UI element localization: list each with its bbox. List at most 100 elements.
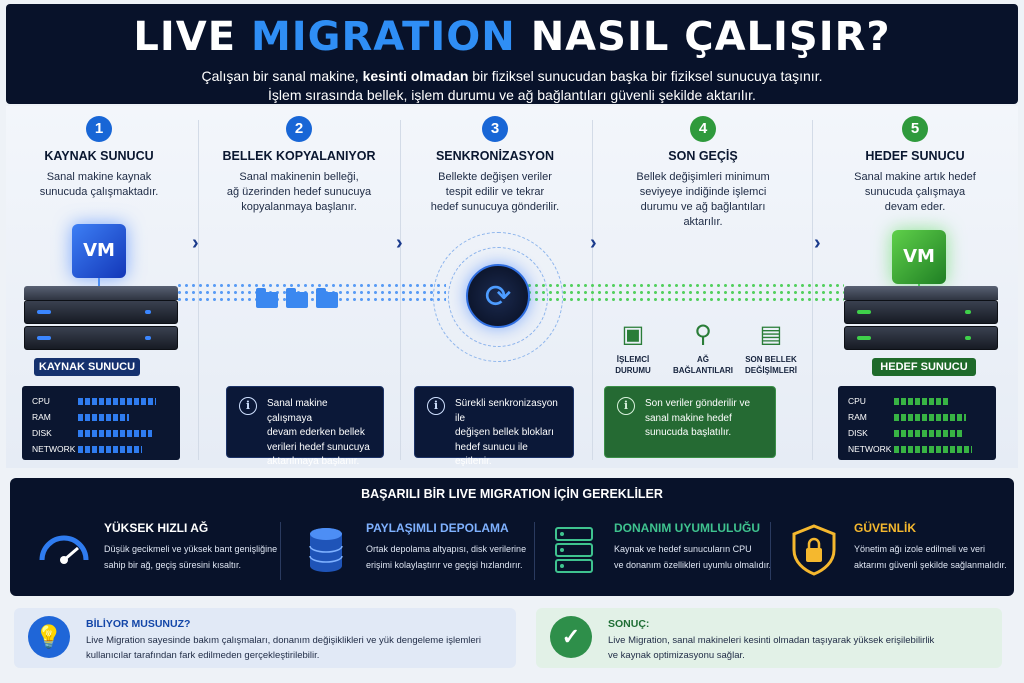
subtitle-text: bir fiziksel sunucudan başka bir fizikse… [468,68,823,84]
requirement-divider [534,522,535,580]
step-number: 1 [86,116,112,142]
server-led [965,310,971,314]
data-flow-green [526,282,844,304]
conclusion-title: SONUÇ: [608,618,650,630]
text-line: Live Migration sayesinde bakım çalışmala… [86,635,481,646]
stat-row: RAM [848,409,986,425]
steps-area: 1 KAYNAK SUNUCU Sanal makine kaynak sunu… [6,106,1018,468]
subtitle-line2: İşlem sırasında bellek, işlem durumu ve … [268,87,756,103]
page-subtitle: Çalışan bir sanal makine, kesinti olmada… [6,67,1018,105]
checkmark-icon: ✓ [550,616,592,658]
desc-line: Bellekte değişen veriler [438,171,552,183]
requirement-name: GÜVENLİK [854,521,917,535]
info-line: sunucuda başlatılır. [645,427,732,438]
info-box: i Sürekli senkronizasyon ile değişen bel… [414,386,574,467]
requirement-desc: Düşük gecikmeli ve yüksek bant genişliği… [104,541,277,573]
requirement-name: DONANIM UYUMLULUĞU [614,521,760,535]
vm-cube-icon: VM [892,230,946,284]
text-line: ve kaynak optimizasyonu sağlar. [608,650,745,661]
source-stats-panel: CPU RAM DISK NETWORK [22,386,180,460]
server-unit [24,326,178,350]
sync-ring [448,247,548,347]
step-title: HEDEF SUNUCU [865,149,965,163]
conclusion-text: Live Migration, sanal makineleri kesinti… [608,633,934,663]
requirement-name: PAYLAŞIMLI DEPOLAMA [366,521,509,535]
server-unit [24,300,178,324]
desc-line: Sanal makinenin belleği, [239,171,359,183]
stat-bar [894,397,950,405]
stat-row: DISK [32,425,170,441]
desc-line: Düşük gecikmeli ve yüksek bant genişliği… [104,544,278,554]
info-line: Son veriler gönderilir ve [645,398,751,409]
folder-icon [256,288,278,308]
stat-name: CPU [848,396,866,406]
step-number: 5 [902,116,928,142]
subtitle-text: Çalışan bir sanal makine, [201,68,363,84]
info-line: verileri hedef sunucuya [267,441,370,453]
text-line: Live Migration, sanal makineleri kesinti… [608,635,935,646]
stat-row: NETWORK [848,441,986,457]
info-line: Sanal makine çalışmaya [267,398,328,424]
chevron-right-icon: › [396,232,403,254]
server-rack-icon [555,527,593,573]
mini-label-line: İŞLEMCİ [616,355,650,364]
desc-line: sahip bir ağ, geçiş süresini kısaltır. [104,560,242,570]
stat-bar [894,413,966,421]
title-part2: NASIL ÇALIŞIR? [515,14,891,60]
desc-line: Sanal makine kaynak [46,171,152,183]
stat-name: NETWORK [848,444,892,454]
step-title: SENKRONİZASYON [435,149,555,163]
desc-line: Bellek değişimleri minimum [636,171,770,183]
did-you-know-title: BİLİYOR MUSUNUZ? [86,618,191,630]
step-3: 3 SENKRONİZASYON Bellekte değişen verile… [400,116,590,215]
info-line: sanal makine hedef [645,412,732,424]
mini-label: İŞLEMCİ DURUMU [598,354,668,376]
target-server-label: HEDEF SUNUCU [872,358,976,376]
conclusion-box: ✓ SONUÇ: Live Migration, sanal makineler… [536,608,1002,668]
stat-bar [78,397,157,405]
step-number: 4 [690,116,716,142]
stat-name: DISK [848,428,868,438]
mini-label-line: SON BELLEK [745,355,797,364]
step-4: 4 SON GEÇİŞ Bellek değişimleri minimum s… [608,116,798,230]
desc-line: aktarımı güvenli şekilde sağlanmalıdır. [854,560,1007,570]
mini-label-line: DURUMU [615,366,651,375]
vm-cube-icon: VM [72,224,126,278]
step-number: 2 [286,116,312,142]
stat-name: NETWORK [32,444,76,454]
server-led [857,310,871,314]
requirement-divider [770,522,771,580]
shield-lock-icon [792,524,836,576]
step-number: 3 [482,116,508,142]
document-icon: ▤ [759,321,783,348]
did-you-know-box: 💡 BİLİYOR MUSUNUZ? Live Migration sayesi… [14,608,516,668]
stat-row: DISK [848,425,986,441]
mini-label: AĞ BAĞLANTILARI [668,354,738,376]
info-icon: i [427,397,445,415]
folder-icon [316,288,338,308]
server-top [24,286,178,300]
step-title: BELLEK KOPYALANIYOR [222,149,376,163]
server-top [844,286,998,300]
info-line: Sürekli senkronizasyon ile [455,398,558,424]
text-line: kullanıcılar tarafından fark edilmeden g… [86,650,320,661]
mini-label-line: BAĞLANTILARI [673,366,733,375]
step-2: 2 BELLEK KOPYALANIYOR Sanal makinenin be… [204,116,394,215]
server-led [145,310,151,314]
page-title: LIVE MIGRATION NASIL ÇALIŞIR? [6,14,1018,60]
stat-row: CPU [32,393,170,409]
title-accent: MIGRATION [250,14,516,60]
server-led [965,336,971,340]
desc-line: aktarılır. [683,216,723,228]
folder-icon [286,288,308,308]
desc-line: sunucuda çalışmaya [864,186,966,198]
did-you-know-text: Live Migration sayesinde bakım çalışmala… [86,633,481,663]
mini-label-line: AĞ [697,355,709,364]
info-icon: i [617,397,635,415]
desc-line: durumu ve ağ bağlantıları [640,201,766,213]
chevron-right-icon: › [590,232,597,254]
stat-row: CPU [848,393,986,409]
vm-label: VM [83,240,115,261]
